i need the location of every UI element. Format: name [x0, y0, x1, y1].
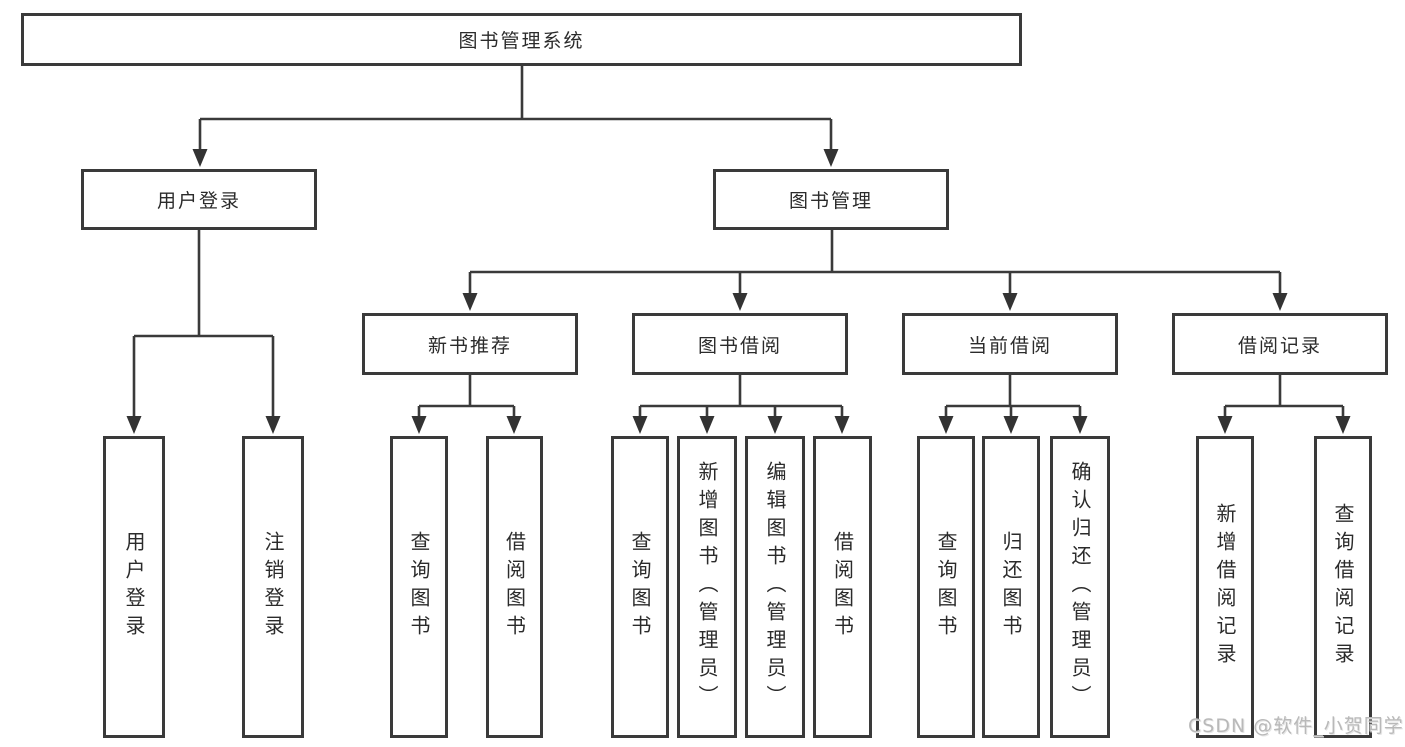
node-label: 归还图书 — [999, 531, 1023, 643]
node-borrow-records: 借阅记录 — [1172, 313, 1388, 375]
csdn-watermark: CSDN @软件_小贺同学 — [1188, 715, 1404, 737]
node-user-login: 用户登录 — [81, 169, 317, 230]
node-label: 借阅记录 — [1237, 334, 1322, 357]
node-label: 用户登录 — [122, 531, 146, 643]
node-leaf-borrow-book-2: 借阅图书 — [813, 436, 872, 738]
node-new-book-recommend: 新书推荐 — [362, 313, 578, 375]
node-current-borrow: 当前借阅 — [902, 313, 1118, 375]
node-leaf-query-book-1: 查询图书 — [390, 436, 448, 738]
node-label: 新增图书（管理员） — [695, 461, 719, 713]
node-label: 图书借阅 — [697, 334, 782, 357]
node-leaf-add-borrow-record: 新增借阅记录 — [1196, 436, 1254, 738]
node-label: 借阅图书 — [502, 531, 527, 643]
node-leaf-add-book: 新增图书（管理员） — [677, 436, 737, 738]
node-leaf-borrow-book-1: 借阅图书 — [486, 436, 543, 738]
node-label: 借阅图书 — [830, 531, 855, 643]
node-leaf-query-borrow-record: 查询借阅记录 — [1314, 436, 1372, 738]
node-label: 查询图书 — [628, 531, 652, 643]
node-label: 新增借阅记录 — [1213, 503, 1237, 671]
node-label: 当前借阅 — [967, 334, 1052, 357]
node-label: 用户登录 — [156, 190, 241, 212]
node-leaf-confirm-return: 确认归还（管理员） — [1050, 436, 1110, 738]
node-label: 图书管理 — [788, 190, 873, 212]
node-leaf-edit-book: 编辑图书（管理员） — [745, 436, 805, 738]
node-label: 图书管理系统 — [458, 30, 585, 52]
node-leaf-logout: 注销登录 — [242, 436, 304, 738]
node-system-root: 图书管理系统 — [21, 13, 1022, 66]
node-label: 查询图书 — [934, 531, 958, 643]
node-label: 编辑图书（管理员） — [763, 461, 787, 713]
node-leaf-query-book-2: 查询图书 — [611, 436, 669, 738]
node-leaf-return-book: 归还图书 — [982, 436, 1040, 738]
node-book-management: 图书管理 — [713, 169, 949, 230]
node-label: 新书推荐 — [427, 334, 512, 357]
node-label: 确认归还（管理员） — [1068, 461, 1092, 713]
node-label: 查询借阅记录 — [1331, 503, 1355, 671]
node-label: 查询图书 — [407, 531, 431, 643]
node-leaf-user-login: 用户登录 — [103, 436, 165, 738]
node-book-borrow: 图书借阅 — [632, 313, 848, 375]
node-leaf-query-book-3: 查询图书 — [917, 436, 975, 738]
node-label: 注销登录 — [261, 531, 285, 643]
